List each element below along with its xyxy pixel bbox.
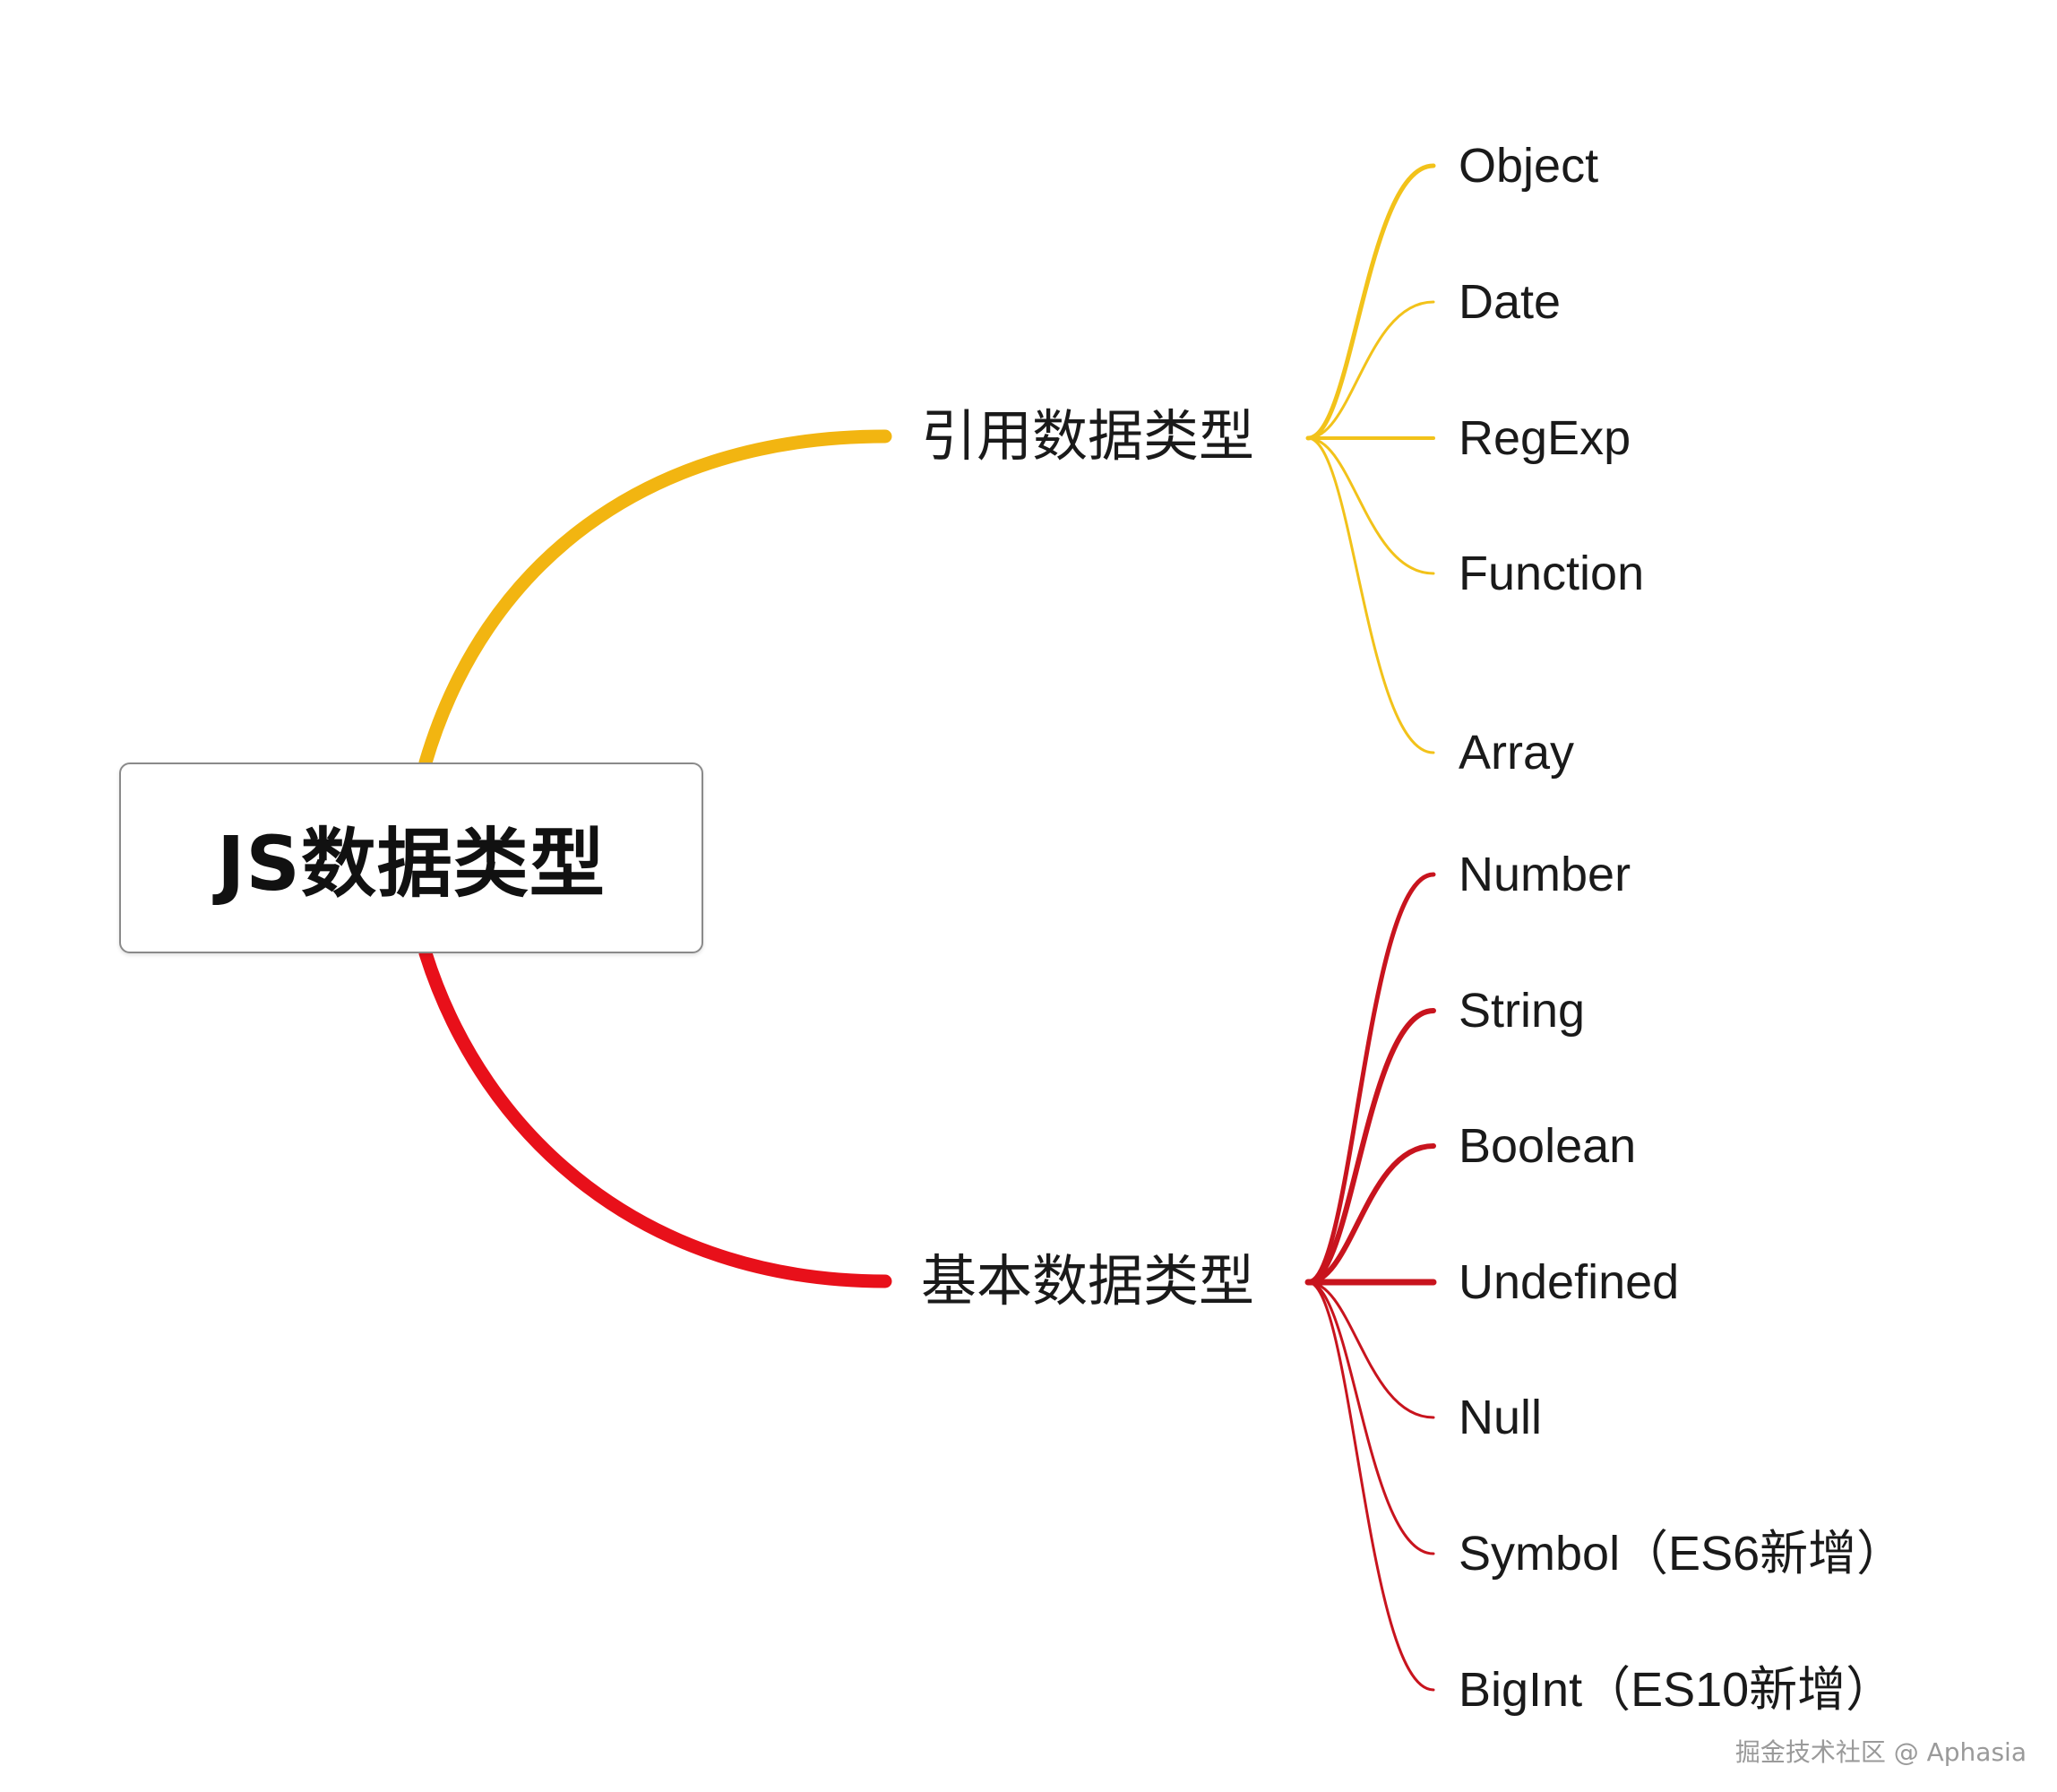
- leaf-regexp: RegExp: [1459, 411, 1631, 465]
- connector-reference-leaf-3: [1306, 436, 1435, 575]
- connector-primitive-leaf-0: [1305, 872, 1436, 1285]
- connector-primitive-leaf-6: [1306, 1280, 1435, 1692]
- leaf-string: String: [1459, 984, 1586, 1038]
- root-node: JS数据类型: [119, 762, 703, 953]
- leaf-object: Object: [1459, 139, 1599, 193]
- connector-primitive-leaf-2: [1305, 1143, 1436, 1285]
- leaf-function: Function: [1459, 547, 1645, 600]
- leaf-array: Array: [1459, 726, 1575, 780]
- leaf-symbol: Symbol（ES6新增）: [1459, 1527, 1906, 1581]
- watermark: 掘金技术社区 @ Aphasia: [1734, 1737, 2027, 1767]
- connector-root-to-primitive: [418, 946, 892, 1288]
- leaf-date: Date: [1459, 275, 1562, 329]
- branch-label-primitive-types: 基本数据类型: [921, 1248, 1255, 1314]
- connector-reference-leaf-1: [1306, 300, 1435, 440]
- connector-primitive-leaf-1: [1305, 1008, 1436, 1285]
- connector-primitive-leaf-5: [1306, 1280, 1435, 1555]
- connector-root-to-reference: [418, 429, 892, 770]
- branch-label-reference-types: 引用数据类型: [921, 403, 1255, 469]
- connector-primitive-leaf-4: [1306, 1280, 1435, 1419]
- leaf-undefined: Undefined: [1459, 1255, 1680, 1309]
- connector-reference-leaf-4: [1306, 436, 1435, 754]
- leaf-bigint: BigInt（ES10新增）: [1459, 1663, 1895, 1717]
- root-node-label: JS数据类型: [217, 820, 606, 908]
- leaf-number: Number: [1459, 848, 1631, 901]
- connector-reference-leaf-0: [1305, 163, 1436, 441]
- leaf-boolean: Boolean: [1459, 1119, 1637, 1173]
- leaf-null: Null: [1459, 1391, 1543, 1444]
